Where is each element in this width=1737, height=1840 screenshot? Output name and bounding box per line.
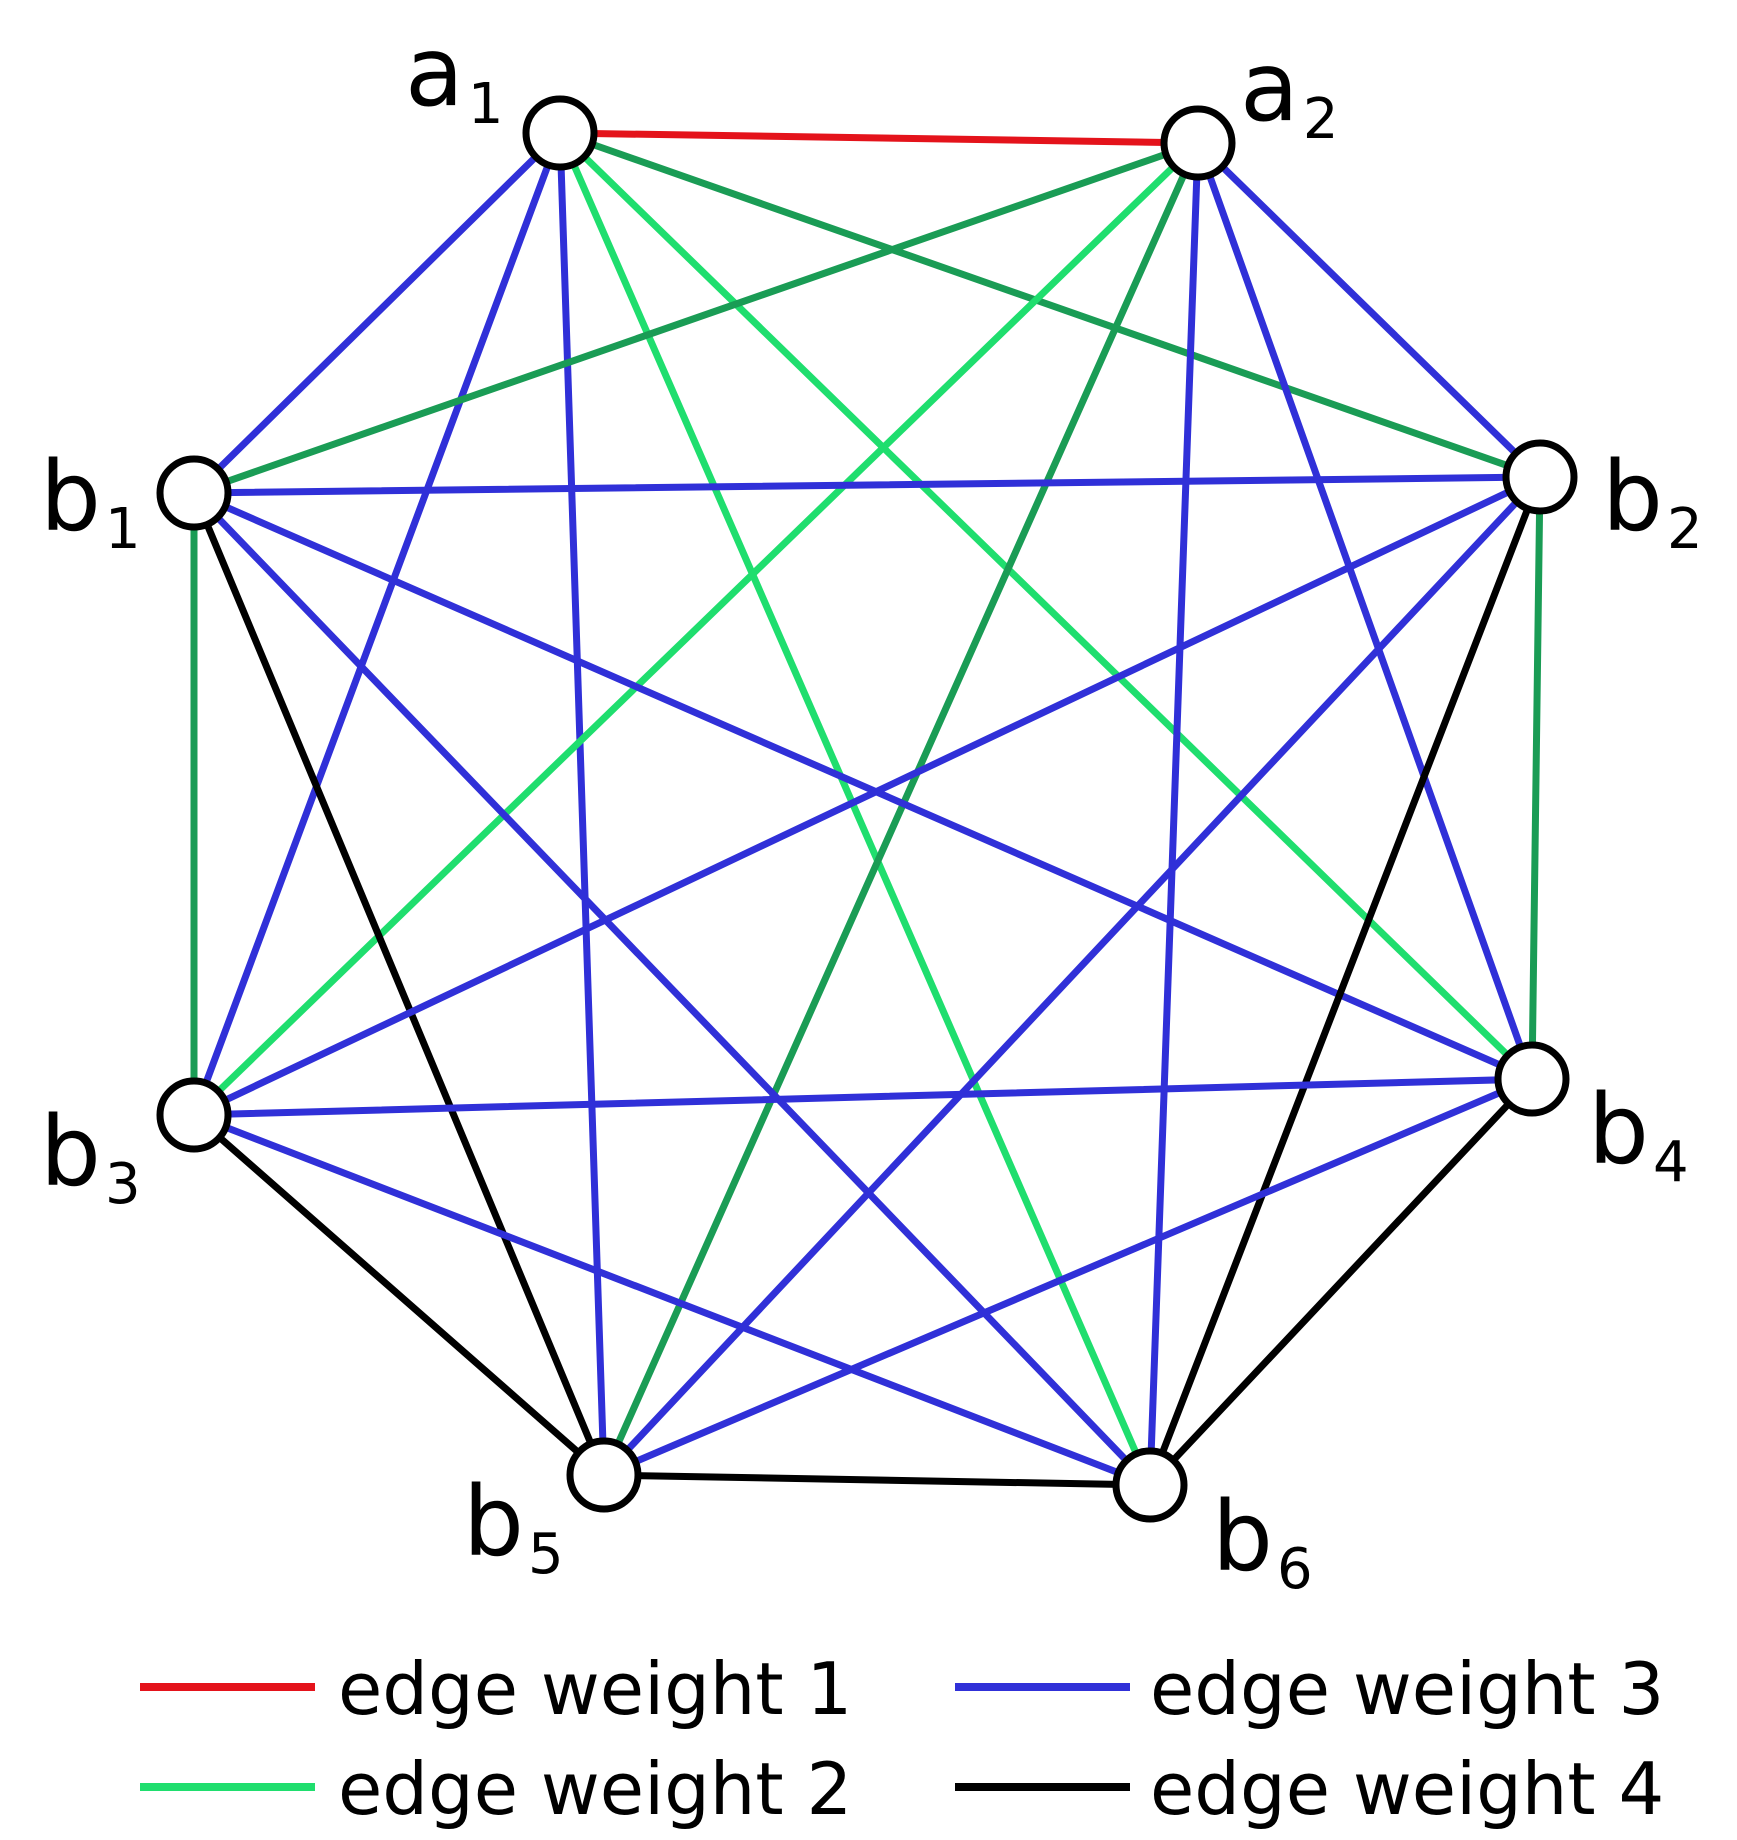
edge-a1-b4: [556, 129, 1536, 1083]
legend: edge weight 1 edge weight 3 edge weight 2 e…: [140, 1647, 1664, 1831]
edge-b2-b5: [600, 473, 1544, 1479]
edge-a2-b3: [190, 139, 1202, 1119]
edge-a1-b5: [556, 129, 608, 1479]
node-label-b3: b3: [40, 1096, 141, 1217]
node-b6: [1112, 1447, 1188, 1523]
node-label-base: b: [463, 1466, 524, 1578]
node-b5: [566, 1437, 642, 1513]
node-label-b1: b1: [40, 441, 141, 562]
node-a2: [1160, 105, 1236, 181]
edge-b3-b6: [190, 1111, 1154, 1489]
node-label-b6: b6: [1212, 1481, 1313, 1602]
node-label-b2: b2: [1602, 441, 1703, 562]
nodes-layer: [156, 95, 1578, 1523]
edge-a1-a2: [556, 129, 1202, 147]
node-b4: [1494, 1041, 1570, 1117]
node-label-subscript: 6: [1277, 1537, 1313, 1602]
edge-b1-b5: [190, 489, 608, 1479]
node-label-base: b: [1588, 1074, 1649, 1186]
edge-b1-b6: [190, 489, 1154, 1489]
node-label-b4: b4: [1588, 1074, 1689, 1195]
edge-a1-b1: [190, 129, 564, 497]
node-b1: [156, 455, 232, 531]
node-label-subscript: 4: [1653, 1130, 1689, 1195]
node-b3: [156, 1077, 232, 1153]
node-label-subscript: 1: [105, 497, 141, 562]
edge-a2-b4: [1194, 139, 1536, 1083]
edge-b3-b5: [190, 1111, 608, 1479]
legend-label-weight-2: edge weight 2: [338, 1747, 852, 1831]
node-label-subscript: 2: [1667, 497, 1703, 562]
edge-a2-b6: [1146, 139, 1202, 1489]
edge-a2-b2: [1194, 139, 1544, 481]
edges-layer: [190, 129, 1544, 1489]
legend-label-weight-3: edge weight 3: [1150, 1647, 1664, 1731]
edge-a1-b6: [556, 129, 1154, 1489]
edge-b2-b3: [190, 473, 1544, 1119]
node-label-b5: b5: [463, 1466, 564, 1587]
edge-b1-b4: [190, 489, 1536, 1083]
edge-b2-b6: [1146, 473, 1544, 1489]
node-label-base: b: [40, 1096, 101, 1208]
edge-b3-b4: [190, 1075, 1536, 1119]
node-label-base: b: [1602, 441, 1663, 553]
edge-b5-b6: [600, 1471, 1154, 1489]
edge-b2-b4: [1528, 473, 1544, 1083]
node-b2: [1502, 439, 1578, 515]
node-label-subscript: 3: [105, 1152, 141, 1217]
node-label-subscript: 2: [1303, 87, 1339, 152]
node-label-subscript: 1: [468, 72, 504, 137]
node-label-base: a: [405, 16, 464, 128]
node-label-a1: a1: [405, 16, 503, 137]
legend-label-weight-1: edge weight 1: [338, 1647, 852, 1731]
legend-label-weight-4: edge weight 4: [1150, 1747, 1664, 1831]
node-label-base: b: [1212, 1481, 1273, 1593]
node-label-base: b: [40, 441, 101, 553]
edge-b4-b5: [600, 1075, 1536, 1479]
edge-a2-b5: [600, 139, 1202, 1479]
edge-a1-b2: [556, 129, 1544, 481]
edge-a2-b1: [190, 139, 1202, 497]
node-label-base: a: [1240, 31, 1299, 143]
node-label-subscript: 5: [528, 1522, 564, 1587]
node-label-a2: a2: [1240, 31, 1338, 152]
node-a1: [522, 95, 598, 171]
edge-a1-b3: [190, 129, 564, 1119]
edge-b1-b2: [190, 473, 1544, 497]
edge-b4-b6: [1146, 1075, 1536, 1489]
